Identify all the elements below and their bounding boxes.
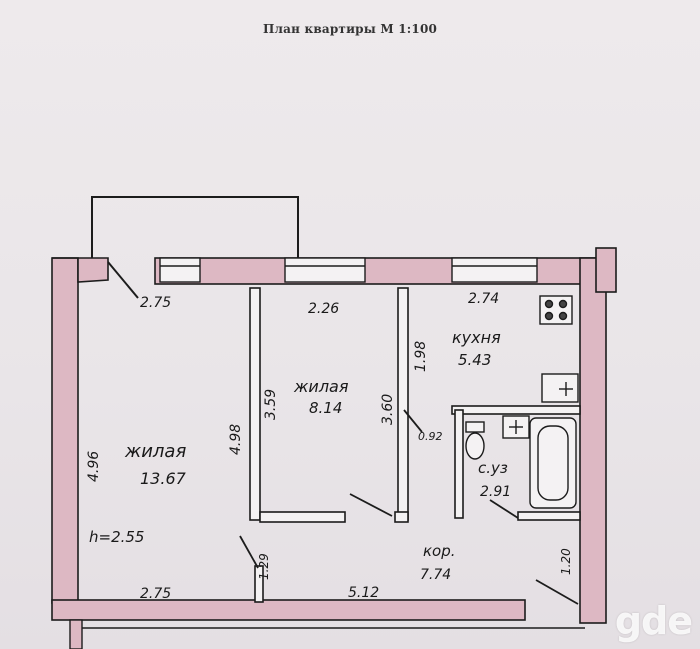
wall-right [579,257,607,624]
wall-top-left [52,257,109,283]
balcony-outline [91,196,299,258]
windows [159,257,538,283]
partition-living-kitchen [397,287,409,521]
partition-corridor-left [254,565,264,603]
room-name-corridor: кор. [423,542,456,560]
dim-3-59: 3.59 [263,389,279,420]
partition-bath-top [451,405,581,415]
partition-living-left [249,287,261,521]
watermark-logo: gde [614,599,693,643]
room-name-living-small: жилая [293,377,349,396]
partition-small-bottom [259,511,346,523]
kitchen-sink [541,373,579,403]
bathroom-fixtures [465,415,577,509]
lower-stub-walls [69,619,83,649]
dim-1-29: 1.29 [257,553,271,580]
room-area-living-big: 13.67 [140,469,187,488]
room-area-corridor: 7.74 [420,567,451,583]
ceiling-height: h=2.55 [89,528,144,546]
plan-title: План квартиры М 1:100 [262,22,438,36]
door-swings [239,409,579,605]
partition-bath-left [454,409,464,519]
dim-5-12: 5.12 [348,585,379,601]
door-entrance [535,579,579,605]
dim-4-98: 4.98 [228,424,244,455]
window-3 [451,257,538,283]
dim-1-20: 1.20 [559,548,573,575]
interior-walls [249,287,581,603]
room-area-living-small: 8.14 [309,399,342,417]
room-name-bathroom: с.уз [478,459,508,477]
wall-left [51,257,79,604]
dim-2-74: 2.74 [468,291,499,307]
dim-2-75-bottom: 2.75 [140,586,171,602]
dim-3-60: 3.60 [380,394,396,425]
dim-2-75-top: 2.75 [140,295,171,311]
partition-bath-bottom [517,511,581,521]
dim-2-26: 2.26 [308,301,339,317]
window-1 [159,257,201,283]
wall-bottom [51,599,526,621]
wall-top-right-stub [595,247,617,293]
door-big-living [239,535,259,569]
partition-small-bottom-right [394,511,409,523]
room-name-kitchen: кухня [452,328,501,347]
stove [539,295,573,325]
room-area-kitchen: 5.43 [458,351,491,369]
toilet-bowl [465,432,485,460]
dim-0-92: 0.92 [418,430,443,443]
dim-1-98: 1.98 [413,341,429,372]
dim-4-96: 4.96 [86,451,102,482]
room-name-living-big: жилая [124,441,186,462]
door-bathroom [489,499,519,519]
door-kitchen [403,409,423,433]
room-area-bathroom: 2.91 [480,484,511,500]
wall-top-main [154,257,611,285]
balcony-door [107,261,139,299]
toilet-tank [465,421,485,433]
window-2 [284,257,366,283]
door-small-living [349,493,393,517]
